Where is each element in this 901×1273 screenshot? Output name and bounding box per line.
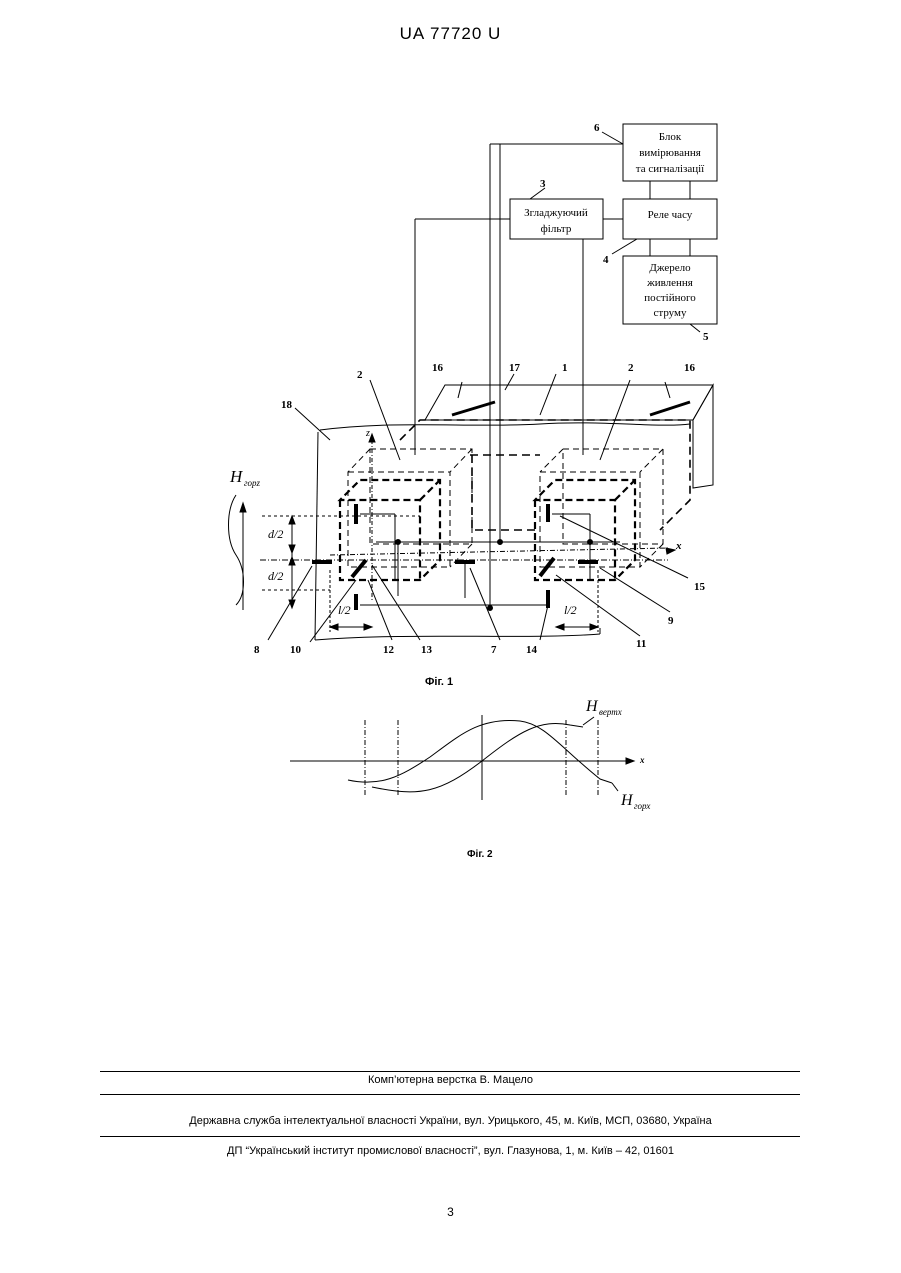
ref-5: 5 xyxy=(703,331,709,343)
page-number: 3 xyxy=(0,1205,901,1219)
block-3-line2: фільтр xyxy=(541,223,572,235)
ref-15: 15 xyxy=(694,581,706,593)
ref-16-left: 16 xyxy=(432,362,444,374)
ref-2-left: 2 xyxy=(357,369,363,381)
ref-17: 17 xyxy=(509,362,521,374)
fig2-caption: Фіг. 2 xyxy=(467,849,493,860)
dim-d-half-bottom: d/2 xyxy=(268,569,283,583)
ref-8: 8 xyxy=(254,644,260,656)
figure-2-graph: x H вертх H горх xyxy=(0,695,901,825)
block-6-line2: вимірювання xyxy=(639,147,701,159)
block-5-line1: Джерело xyxy=(649,262,691,274)
footer-layout-credit: Комп’ютерна верстка В. Мацело xyxy=(0,1074,901,1086)
fig2-axis-x: x xyxy=(639,755,645,765)
axis-x-label: x xyxy=(675,540,682,552)
ref-10: 10 xyxy=(290,644,302,656)
ref-18: 18 xyxy=(281,399,293,411)
footer-divider-3 xyxy=(100,1136,800,1137)
ref-14: 14 xyxy=(526,644,538,656)
block-3-line1: Згладжуючий xyxy=(524,207,588,219)
ref-4: 4 xyxy=(603,254,609,266)
ref-11: 11 xyxy=(636,638,646,650)
block-5-line4: струму xyxy=(654,307,687,319)
ref-9: 9 xyxy=(668,615,674,627)
block-5-line2: живлення xyxy=(646,277,693,289)
ref-2-right: 2 xyxy=(628,362,634,374)
block-4-label: Реле часу xyxy=(648,209,693,221)
ref-6: 6 xyxy=(594,122,600,134)
h-hor-sub: горх xyxy=(634,801,650,811)
h-hor-main: H xyxy=(620,792,634,809)
axis-z-label: z xyxy=(365,428,370,439)
h-gorz-sub: горz xyxy=(244,478,261,488)
ref-7: 7 xyxy=(491,644,497,656)
h-gorz-main: H xyxy=(229,467,244,486)
footer-institute: ДП “Український інститут промислової вла… xyxy=(0,1145,901,1157)
footer-ip-service: Державна служба інтелектуальної власност… xyxy=(0,1115,901,1127)
figure-1-diagram: Блок вимірювання та сигналізації Згладжу… xyxy=(0,0,901,700)
block-6-line1: Блок xyxy=(659,131,682,143)
dim-d-half-top: d/2 xyxy=(268,527,283,541)
dim-l-half-right: l/2 xyxy=(564,603,577,617)
block-5-line3: постійного xyxy=(644,292,696,304)
ref-16-right: 16 xyxy=(684,362,696,374)
ref-13: 13 xyxy=(421,644,433,656)
fig1-caption: Фіг. 1 xyxy=(425,676,453,688)
h-vert-sub: вертх xyxy=(599,707,622,717)
h-vert-main: H xyxy=(585,698,599,715)
ref-1: 1 xyxy=(562,362,568,374)
ref-3: 3 xyxy=(540,178,546,190)
footer-divider-2 xyxy=(100,1094,800,1095)
ref-12: 12 xyxy=(383,644,395,656)
footer-divider-1 xyxy=(100,1071,800,1072)
block-6-line3: та сигналізації xyxy=(636,163,705,175)
dim-l-half-left: l/2 xyxy=(338,603,351,617)
